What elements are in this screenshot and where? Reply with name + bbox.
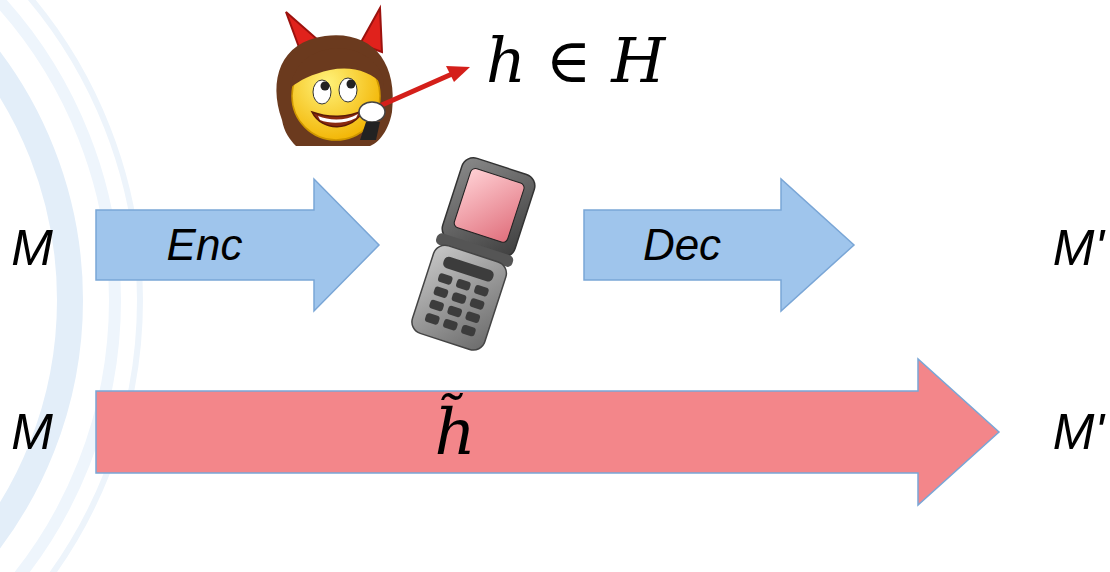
devil-teeth — [318, 114, 358, 123]
phone-key — [455, 278, 471, 291]
decode-arrow: Dec — [583, 178, 855, 312]
background-arcs — [0, 0, 140, 572]
phone-key — [465, 311, 481, 324]
arrow-body — [96, 359, 999, 505]
devil-emoji — [276, 8, 470, 146]
encode-arrow: Enc — [95, 178, 380, 312]
phone-keys — [424, 255, 495, 337]
phone-base — [409, 242, 510, 353]
arrow-body — [584, 179, 854, 311]
phone-key — [447, 305, 463, 318]
background-arc — [0, 0, 140, 572]
background-arc — [0, 0, 115, 572]
arrow-body — [96, 179, 379, 311]
phone-key — [469, 298, 485, 311]
attack-function-label: h ∈ H — [486, 24, 665, 97]
devil-pupil — [321, 82, 330, 91]
arrow-label: Enc — [167, 220, 243, 270]
devil-sleeve — [360, 122, 380, 140]
attack-arrow: h̃ — [95, 358, 1000, 506]
phone-key — [424, 312, 440, 325]
devil-glove — [359, 102, 385, 122]
devil-fringe — [290, 48, 384, 88]
devil-pupil — [347, 80, 356, 89]
phone-illustration — [407, 154, 540, 354]
phone-key — [451, 292, 467, 305]
phone-key — [473, 284, 489, 297]
devil-hair — [276, 35, 392, 146]
message-label: M' — [1053, 219, 1104, 277]
arrow-label: h̃ — [434, 395, 475, 469]
arrow-label: Dec — [643, 220, 721, 270]
pitchfork-head — [446, 66, 470, 82]
message-label: M' — [1053, 403, 1104, 461]
phone-key — [460, 324, 476, 337]
devil-eye — [313, 80, 331, 104]
arrow-outline — [95, 358, 1000, 506]
phone-key — [437, 272, 453, 285]
phone-key — [433, 286, 449, 299]
phone-key — [429, 299, 445, 312]
message-label: M — [11, 219, 53, 277]
devil-eye — [339, 78, 357, 102]
message-label: M — [11, 403, 53, 461]
phone-screen — [453, 167, 525, 243]
phone-key — [442, 318, 458, 331]
devil-smile — [312, 110, 364, 127]
